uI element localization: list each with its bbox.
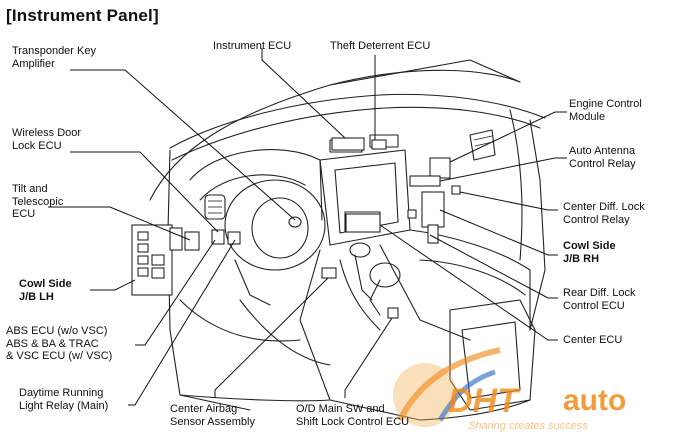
page-title: [Instrument Panel] xyxy=(6,6,159,25)
label-theft-deterrent-ecu: Theft Deterrent ECU xyxy=(330,40,431,52)
label-cowl-side-jb-lh: Cowl Side J/B LH xyxy=(19,278,72,303)
watermark-tagline: Sharing creates success xyxy=(468,420,588,432)
label-wireless-door-lock-ecu: Wireless Door Lock ECU xyxy=(12,127,82,152)
label-cowl-side-jb-rh: Cowl Side J/B RH xyxy=(563,240,616,265)
label-center-airbag-sensor-assembly: Center Airbag Sensor Assembly xyxy=(170,403,255,428)
watermark-brand: DHT auto Sharing creates success xyxy=(448,382,678,432)
label-daytime-running-light-relay: Daytime Running Light Relay (Main) xyxy=(19,387,109,412)
label-instrument-ecu: Instrument ECU xyxy=(213,40,292,52)
label-transponder-key-amplifier: Transponder Key Amplifier xyxy=(12,45,96,70)
label-tilt-telescopic-ecu: Tilt and Telescopic ECU xyxy=(12,183,64,220)
watermark-brand-right: auto xyxy=(563,384,627,417)
watermark-logo xyxy=(393,347,501,427)
label-od-main-sw-shift-lock-ecu: O/D Main SW and Shift Lock Control ECU xyxy=(296,403,410,428)
label-center-diff-lock-control-relay: Center Diff. Lock Control Relay xyxy=(563,201,645,226)
watermark-brand-left: DHT xyxy=(448,382,518,420)
label-auto-antenna-control-relay: Auto Antenna Control Relay xyxy=(569,145,636,170)
label-abs-ecu: ABS ECU (w/o VSC) ABS & BA & TRAC & VSC … xyxy=(6,325,113,362)
components xyxy=(131,137,461,319)
label-rear-diff-lock-control-ecu: Rear Diff. Lock Control ECU xyxy=(563,287,636,312)
label-center-ecu: Center ECU xyxy=(563,334,623,346)
leader-lines xyxy=(48,48,567,406)
dashboard-outline xyxy=(149,59,546,421)
label-engine-control-module: Engine Control Module xyxy=(569,98,642,123)
